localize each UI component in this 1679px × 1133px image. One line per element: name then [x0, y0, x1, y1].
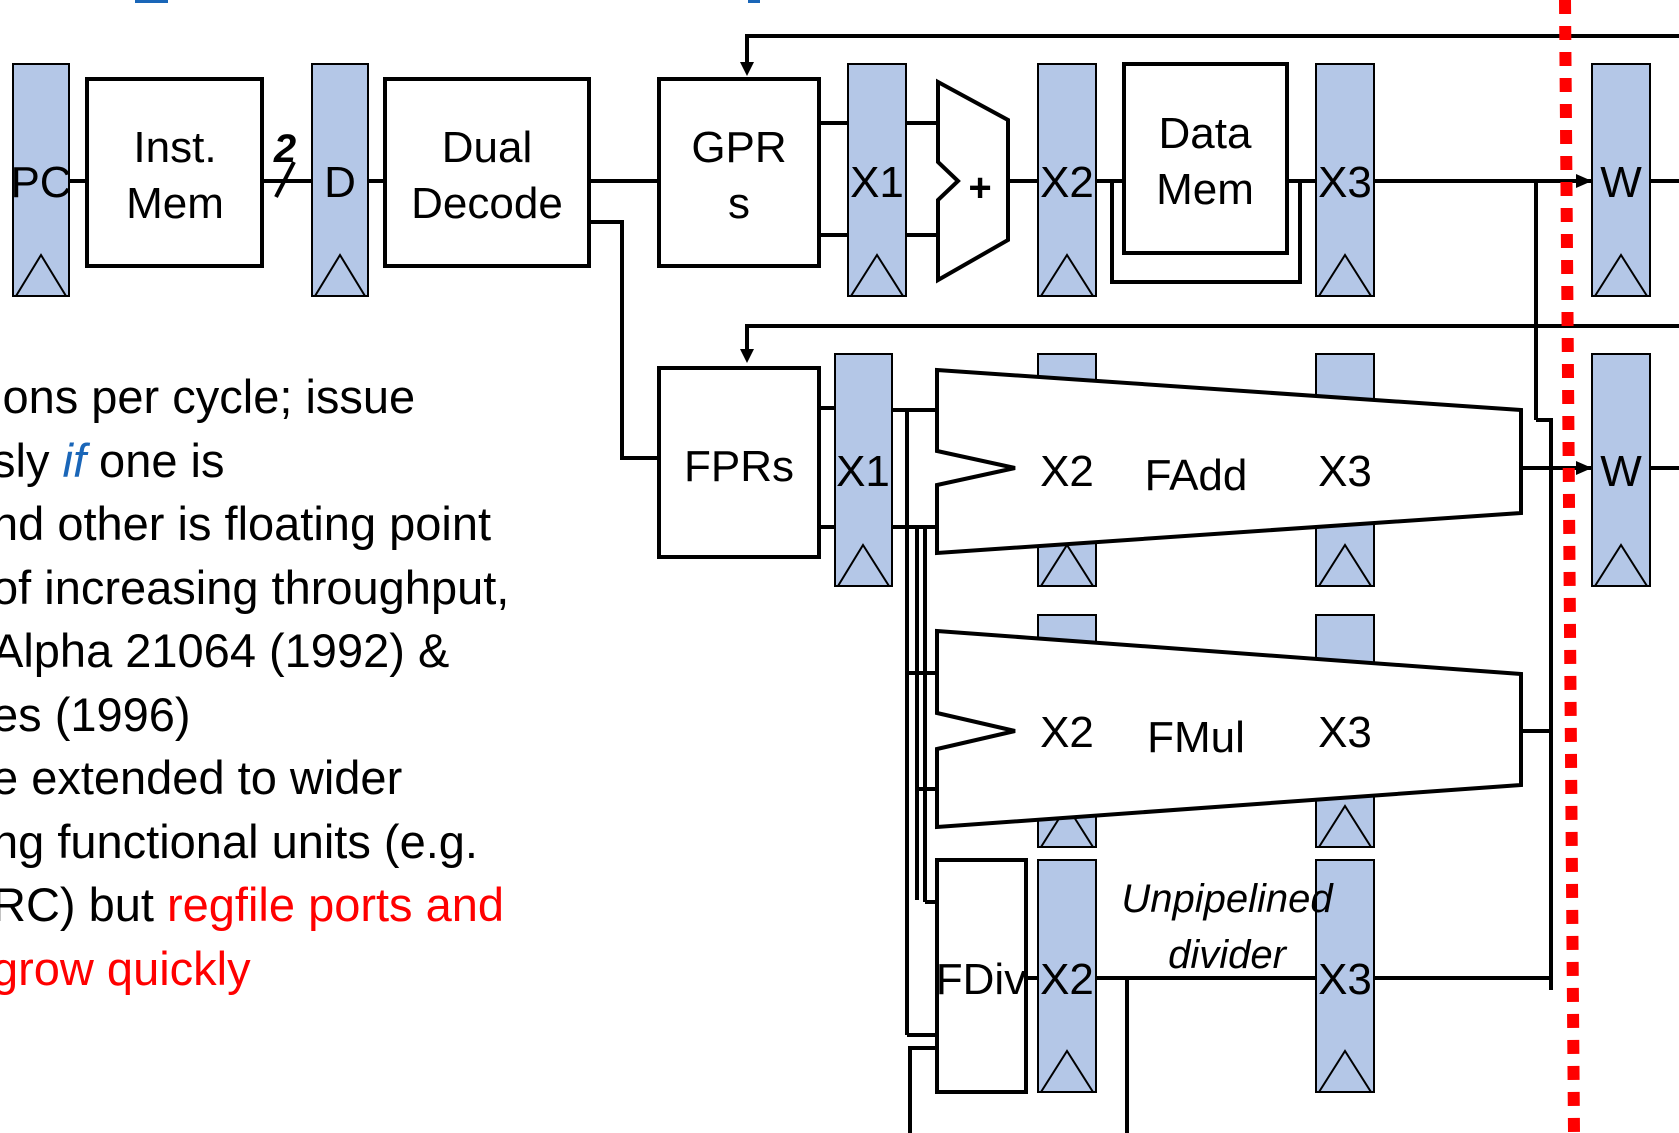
wires: [69, 34, 1679, 1133]
unpipelined-label: Unpipelined divider: [1121, 877, 1334, 977]
label-pc: PC: [10, 158, 71, 207]
reg-x3-fdiv: [1315, 859, 1375, 1093]
data-mem-box: [1122, 62, 1289, 255]
reg-w-int: [1591, 63, 1651, 297]
labels: PC D Inst. Mem Dual Decode GPR s FPRs Da…: [10, 109, 1642, 1004]
label-data-mem-1: Data: [1159, 109, 1252, 158]
label-fdiv: FDiv: [936, 955, 1026, 1004]
label-x2-fadd: X2: [1040, 447, 1094, 496]
label-x3-fmul: X3: [1318, 708, 1372, 757]
label-fmul: FMul: [1147, 713, 1245, 762]
reg-x1-int: [847, 63, 907, 297]
label-unpipelined-1: Unpipelined: [1121, 877, 1334, 921]
adder-shape: [936, 78, 1010, 284]
line-3: nd other is floating point: [0, 497, 492, 550]
label-fadd: FAdd: [1145, 451, 1248, 500]
line-7: e extended to wider: [0, 751, 403, 804]
inst-mem-box: [85, 77, 264, 268]
label-d: D: [324, 158, 356, 207]
reg-x3-int: [1315, 63, 1375, 297]
width-slash: [274, 161, 296, 198]
blocks: [85, 62, 1523, 1094]
reg-d: [311, 63, 369, 297]
line-8: ng functional units (e.g.: [0, 814, 478, 868]
label-dual-decode-2: Decode: [411, 179, 563, 228]
label-x2-int: X2: [1040, 158, 1094, 207]
label-fprs: FPRs: [684, 442, 794, 491]
label-adder: +: [968, 166, 991, 210]
fadd-shape: [935, 367, 1523, 556]
reg-x2-int: [1037, 63, 1097, 297]
label-x1-fp: X1: [836, 447, 890, 496]
reg-x2-fdiv: [1037, 859, 1097, 1093]
label-gprs-2: s: [728, 179, 750, 228]
label-x2-fdiv: X2: [1040, 955, 1094, 1004]
label-x3-int: X3: [1318, 158, 1372, 207]
label-x3-fdiv: X3: [1318, 955, 1372, 1004]
bullet-text: ions per cycle; issue sly if one is nd o…: [0, 365, 600, 1000]
line-10: grow quickly: [0, 941, 251, 995]
label-x3-fadd: X3: [1318, 447, 1372, 496]
line-1: ions per cycle; issue: [0, 370, 416, 423]
fprs-box: [657, 366, 821, 559]
line-4: of increasing throughput,: [0, 560, 510, 614]
label-width-2: 2: [273, 127, 296, 171]
reg-w-fp: [1591, 353, 1651, 587]
label-gprs-1: GPR: [691, 123, 786, 172]
reg-x1-fp: [834, 353, 893, 587]
line-9: RC) but regfile ports and: [0, 878, 505, 931]
label-inst-mem-2: Mem: [126, 179, 224, 228]
line-6: es (1996): [0, 687, 191, 741]
line-2: sly if one is: [0, 433, 225, 487]
red-dotted-divider: [1559, 0, 1580, 1133]
label-x1-int: X1: [850, 158, 904, 207]
line-5: Alpha 21064 (1992) &: [0, 624, 450, 677]
label-x2-fmul: X2: [1040, 708, 1094, 757]
gprs-box: [657, 77, 821, 268]
label-w-int: W: [1600, 158, 1642, 207]
fdiv-box: [935, 858, 1028, 1094]
dual-decode-box: [383, 77, 591, 268]
label-inst-mem-1: Inst.: [133, 123, 216, 172]
fmul-shape: [935, 628, 1523, 830]
reg-pc: [12, 63, 70, 297]
label-unpipelined-2: divider: [1168, 933, 1288, 977]
label-data-mem-2: Mem: [1156, 165, 1254, 214]
label-w-fp: W: [1600, 447, 1642, 496]
label-dual-decode-1: Dual: [442, 123, 533, 172]
